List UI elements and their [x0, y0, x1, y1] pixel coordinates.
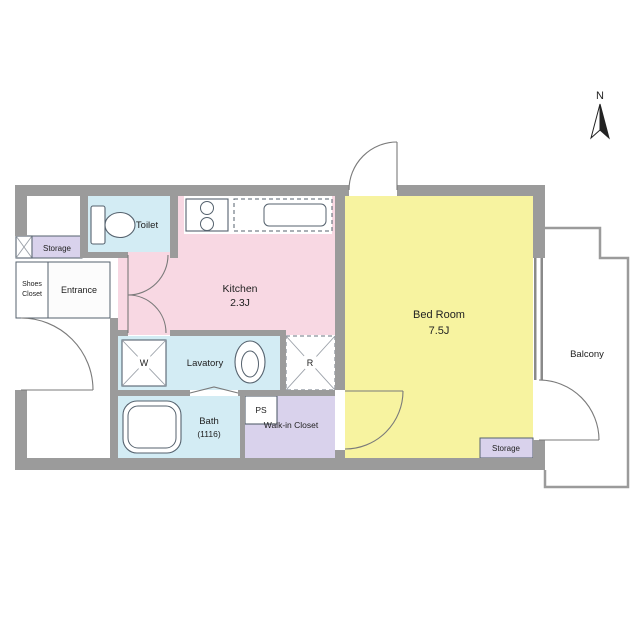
- top-door-arc: [348, 141, 398, 191]
- shoes-closet-box: [15, 261, 49, 319]
- sink-basin-icon: [263, 203, 327, 227]
- compass-needle-icon: [599, 103, 610, 140]
- walk-in-closet-label: Walk-in Closet: [264, 420, 319, 430]
- stove-burner-icon: [200, 201, 214, 215]
- pipe-space-label: PS: [255, 405, 267, 415]
- wall-bath-closet: [240, 396, 245, 458]
- shoes-closet-label-2: Closet: [22, 291, 42, 298]
- bath-size-label: (1116): [197, 429, 220, 439]
- wall-top-right: [397, 185, 545, 196]
- front-door-arc: [20, 317, 94, 391]
- room-bedroom: [345, 196, 533, 458]
- wall-bath-top-right: [238, 390, 286, 396]
- wall-toilet-left: [80, 196, 88, 258]
- lavatory-label: Lavatory: [187, 358, 224, 369]
- wall-lavatory-right: [280, 336, 286, 390]
- toilet-tank-icon: [90, 205, 106, 245]
- entrance-box: [47, 261, 111, 319]
- bathtub-icon: [122, 400, 182, 454]
- bath-folding-door: [189, 386, 239, 394]
- compass: N: [590, 90, 610, 140]
- wall-lavatory-top-left: [118, 330, 128, 336]
- toilet-bowl-icon: [104, 211, 136, 239]
- bedroom-label: Bed Room: [413, 309, 465, 321]
- washing-machine-label-halo: [135, 353, 153, 371]
- lavatory-door-arc: [127, 294, 167, 334]
- refrigerator-label: R: [307, 358, 314, 368]
- bedroom-size-label: 7.5J: [429, 325, 450, 337]
- wall-right-upper: [533, 185, 545, 258]
- bathtub-inner-icon: [127, 405, 177, 449]
- washing-machine-label: W: [140, 358, 149, 368]
- storage-top-label: Storage: [43, 244, 72, 253]
- wall-closet-stub: [335, 450, 345, 458]
- wall-toilet-right: [170, 196, 178, 258]
- wall-left-upper: [15, 185, 27, 236]
- balcony-label: Balcony: [570, 349, 604, 360]
- wash-basin-bowl-icon: [241, 350, 259, 378]
- wall-bath-top-left: [110, 390, 190, 396]
- balcony-door-arc: [538, 379, 600, 441]
- wall-hall-kitchen: [110, 318, 118, 458]
- window-right-inner: [540, 258, 543, 380]
- wash-basin-icon: [234, 340, 266, 384]
- wall-top-left: [15, 185, 349, 196]
- balcony-outline: [543, 226, 630, 489]
- wall-left-lower: [15, 390, 27, 458]
- wall-closet-top: [286, 390, 335, 396]
- entrance-label: Entrance: [61, 285, 97, 295]
- refrigerator-label-halo: [301, 353, 319, 371]
- window-right-outer: [534, 258, 537, 380]
- toilet-label: Toilet: [136, 220, 159, 231]
- bedroom-door-arc: [344, 390, 404, 450]
- toilet-door-arc: [127, 254, 169, 296]
- wall-toilet-bottom: [80, 252, 128, 258]
- shoes-closet-label-1: Shoes: [22, 281, 42, 288]
- room-kitchen-hall: [118, 252, 178, 335]
- meter-box-cross: [15, 235, 33, 259]
- wall-bottom: [15, 458, 545, 470]
- compass-north-label: N: [596, 90, 604, 102]
- kitchen-size-label: 2.3J: [230, 297, 250, 309]
- wall-lavatory-top-right: [170, 330, 286, 336]
- stove-burner-icon: [200, 217, 214, 231]
- kitchen-label: Kitchen: [222, 283, 257, 295]
- storage-bottom-label: Storage: [492, 444, 521, 453]
- bath-label: Bath: [199, 416, 219, 427]
- wall-kitchen-bedroom: [335, 196, 345, 390]
